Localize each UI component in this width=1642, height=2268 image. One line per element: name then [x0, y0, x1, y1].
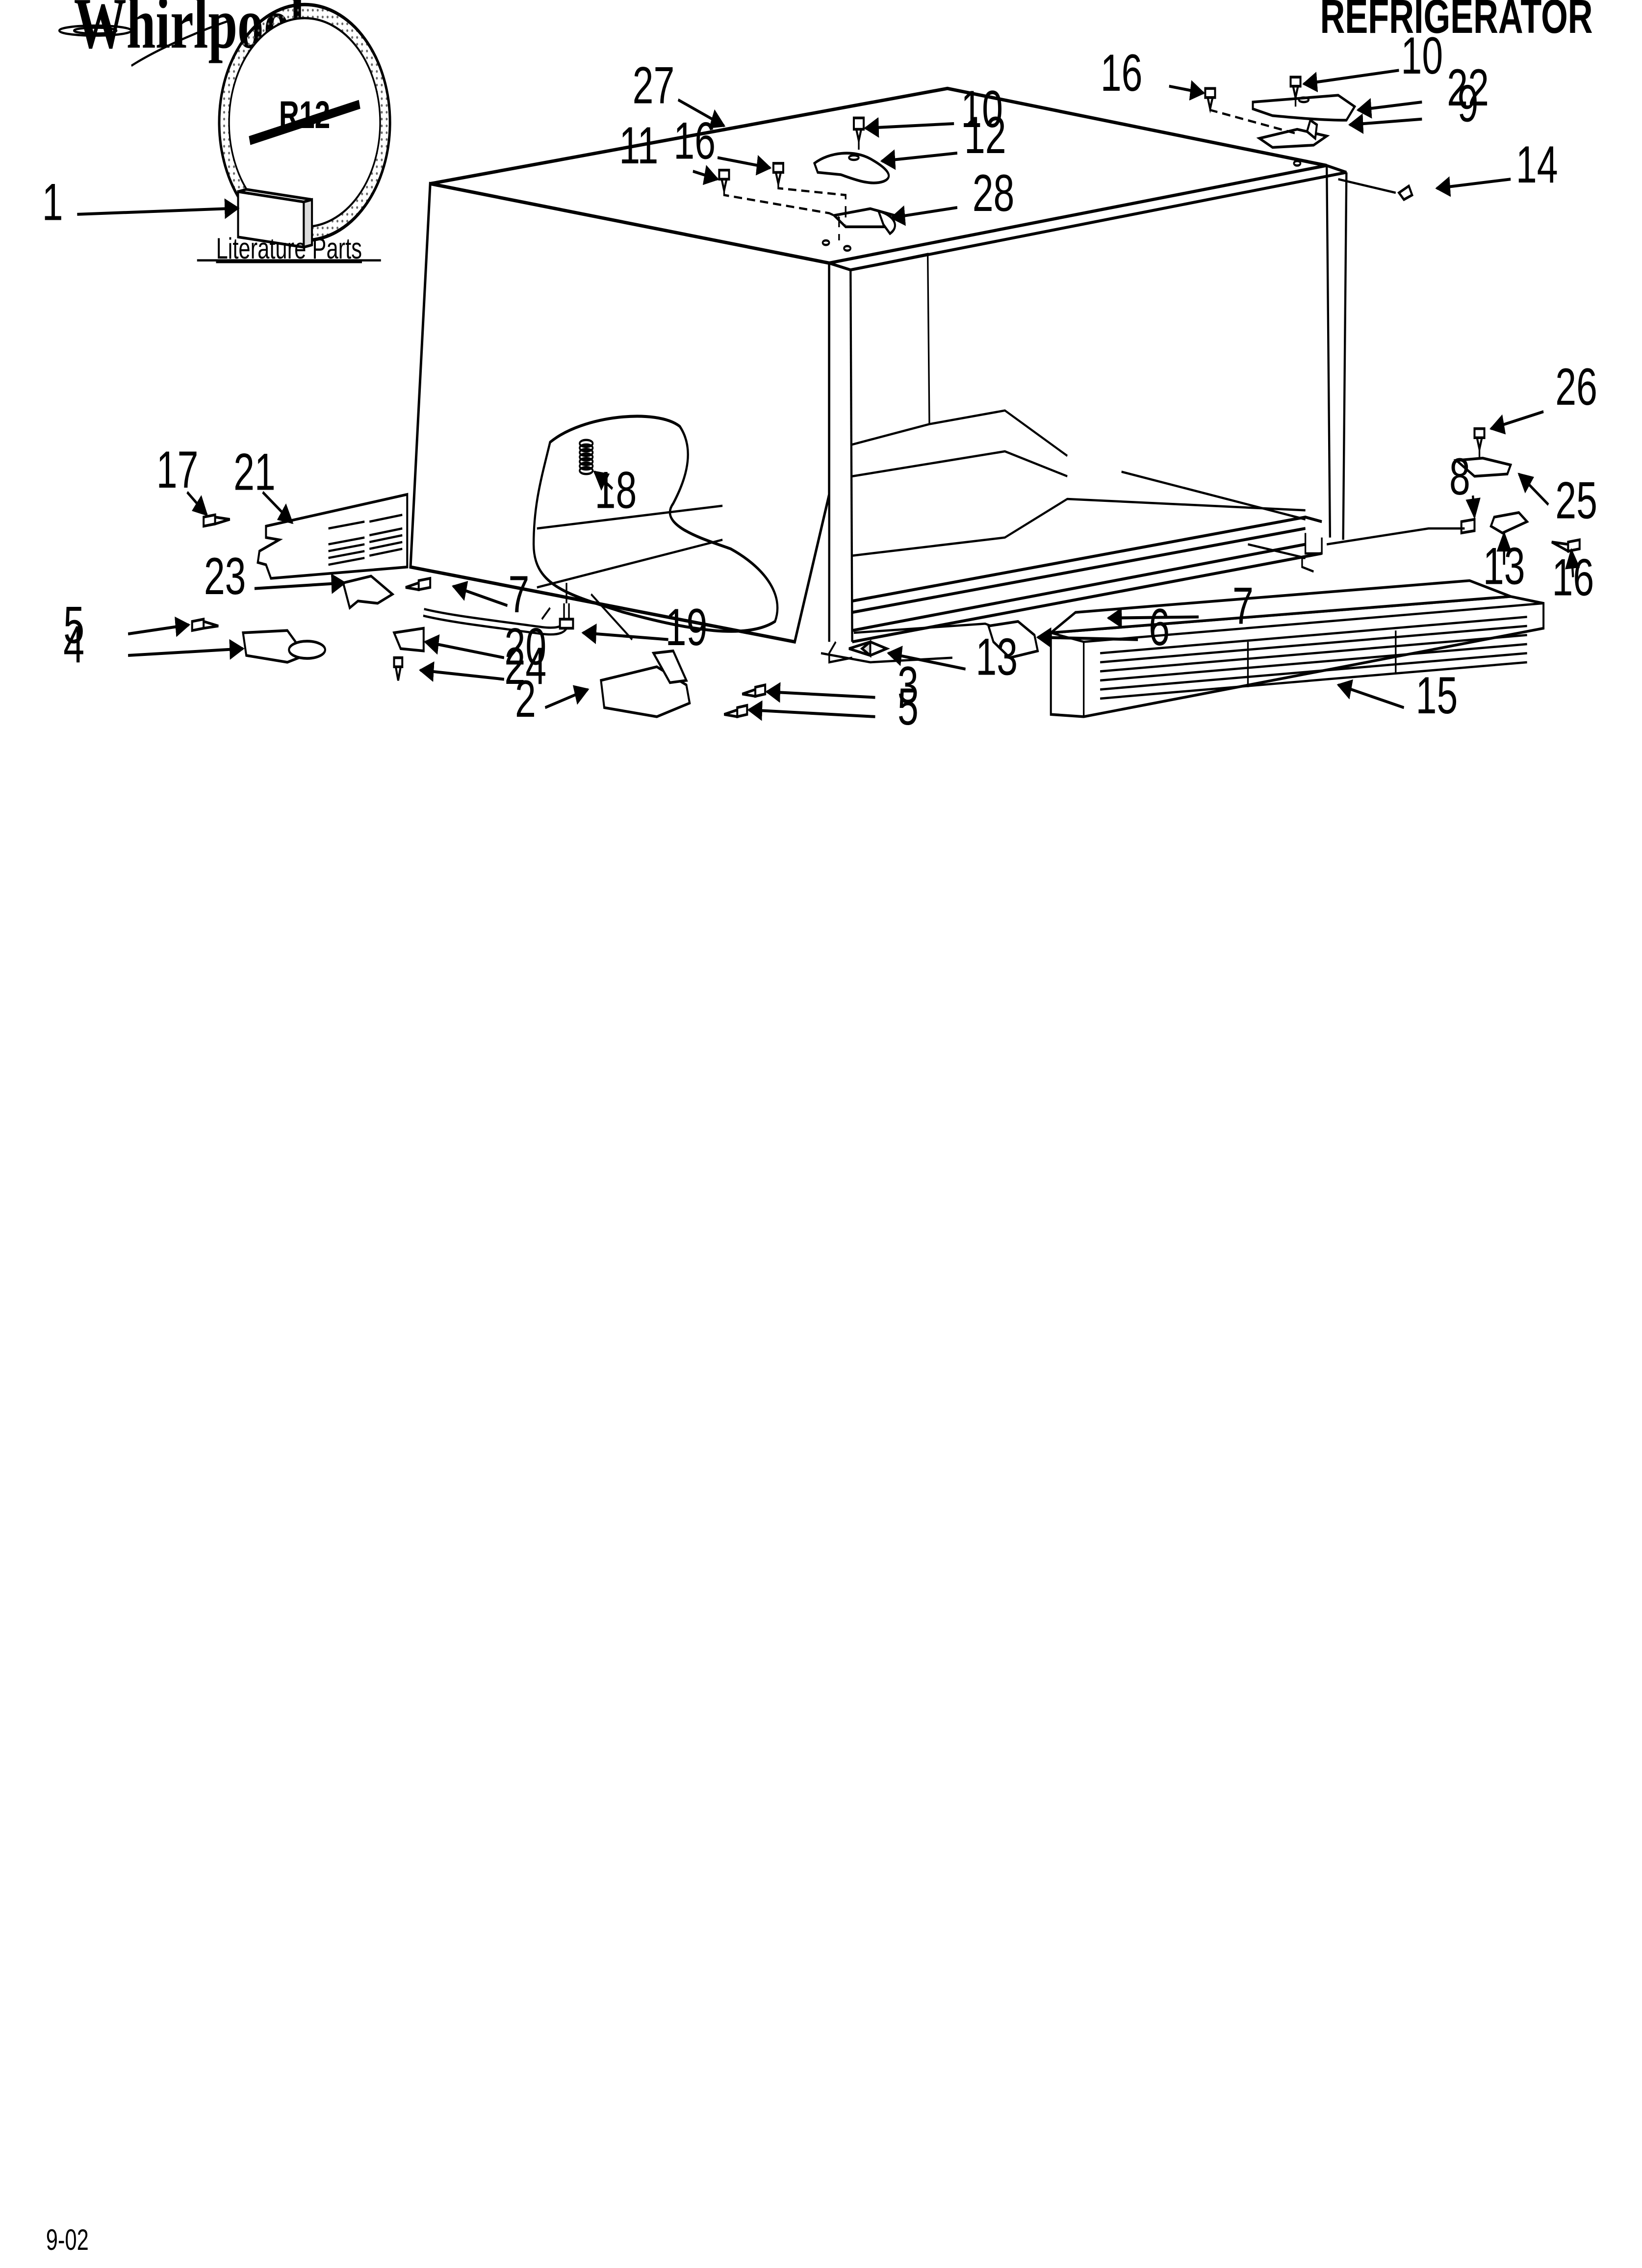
cabinet — [409, 86, 1348, 664]
callout-23: 23 — [204, 547, 246, 605]
hinge-cover-25 — [1453, 457, 1513, 478]
callout-5-bottom: 5 — [898, 678, 919, 736]
screw-10-right-icon — [1289, 76, 1302, 103]
screw-5-left-icon — [191, 617, 219, 632]
callout-6: 6 — [1149, 598, 1170, 656]
callout-12: 12 — [964, 106, 1006, 164]
callout-1: 1 — [42, 173, 63, 231]
hinge-bracket-2 — [600, 649, 691, 718]
screw-16-middle-icon — [772, 162, 785, 189]
callout-arrows — [77, 69, 1580, 721]
screw-26-icon — [1473, 427, 1486, 454]
top-hinge-9 — [1256, 118, 1330, 149]
callout-7-left: 7 — [509, 565, 530, 624]
callout-10-right: 10 — [1401, 26, 1443, 85]
roller-assembly-4 — [242, 629, 326, 664]
callout-13-bottom: 13 — [975, 627, 1018, 686]
callout-22: 22 — [1447, 58, 1489, 117]
base-grille-15 — [1050, 579, 1545, 718]
door-closer-6 — [987, 620, 1039, 659]
screw-24-icon — [393, 656, 404, 681]
callout-10-middle: 10 — [961, 80, 1003, 138]
hinge-cover-22 — [1252, 94, 1357, 122]
logo-swirl-icon — [58, 24, 132, 37]
callout-9: 9 — [1458, 74, 1479, 132]
callout-labels: 1 27 10 11 16 12 28 16 10 22 9 14 26 25 … — [42, 26, 1597, 736]
callout-17: 17 — [156, 441, 199, 499]
callout-15: 15 — [1416, 666, 1458, 725]
callout-25: 25 — [1555, 471, 1597, 529]
cabinet-cutaway — [532, 415, 779, 641]
hinge-cover-12 — [813, 152, 890, 184]
door-stop-14 — [1397, 184, 1414, 202]
callout-24: 24 — [505, 637, 547, 695]
callout-7-right: 7 — [1232, 576, 1254, 635]
access-cover-21 — [257, 493, 409, 580]
callout-14: 14 — [1516, 135, 1558, 194]
screw-5-bottom-icon — [723, 704, 748, 719]
callout-8: 8 — [1449, 447, 1470, 506]
door-stop-13-right — [1489, 511, 1529, 535]
screw-10-left-icon — [852, 116, 865, 146]
screw-3-icon — [742, 683, 767, 698]
hinge-8 — [1460, 518, 1476, 535]
callout-3: 3 — [898, 656, 919, 714]
callout-5-left: 5 — [63, 596, 84, 654]
callout-26: 26 — [1555, 358, 1597, 416]
bracket-23 — [342, 574, 395, 610]
screw-7-left-icon — [405, 576, 432, 592]
screw-11-icon — [718, 168, 730, 195]
door-stop-13-bottom — [848, 639, 890, 658]
callout-19: 19 — [666, 598, 708, 656]
callout-13-right: 13 — [1483, 537, 1525, 595]
condenser-coil-icon — [579, 439, 594, 475]
callout-16-top: 16 — [1101, 44, 1143, 102]
callout-21: 21 — [233, 443, 276, 501]
page-title: REFRIGERATOR — [1320, 0, 1593, 43]
cabinet-side — [409, 182, 831, 644]
callout-27: 27 — [633, 56, 675, 114]
callout-16-middle: 16 — [673, 111, 716, 170]
screw-17-icon — [203, 513, 231, 528]
clamp-20 — [392, 626, 425, 652]
callout-20: 20 — [505, 617, 547, 676]
footer-code: 9-02 — [46, 2224, 89, 2256]
callout-11: 11 — [619, 116, 658, 175]
literature-parts-book: Literature Parts — [197, 188, 381, 265]
callout-16-bottom: 16 — [1552, 548, 1594, 606]
callout-28: 28 — [973, 164, 1015, 222]
screw-16-right-icon — [1204, 87, 1216, 114]
callout-18: 18 — [595, 461, 637, 519]
callout-4: 4 — [63, 615, 84, 674]
callout-2: 2 — [515, 670, 536, 728]
water-tube-19 — [423, 583, 574, 636]
